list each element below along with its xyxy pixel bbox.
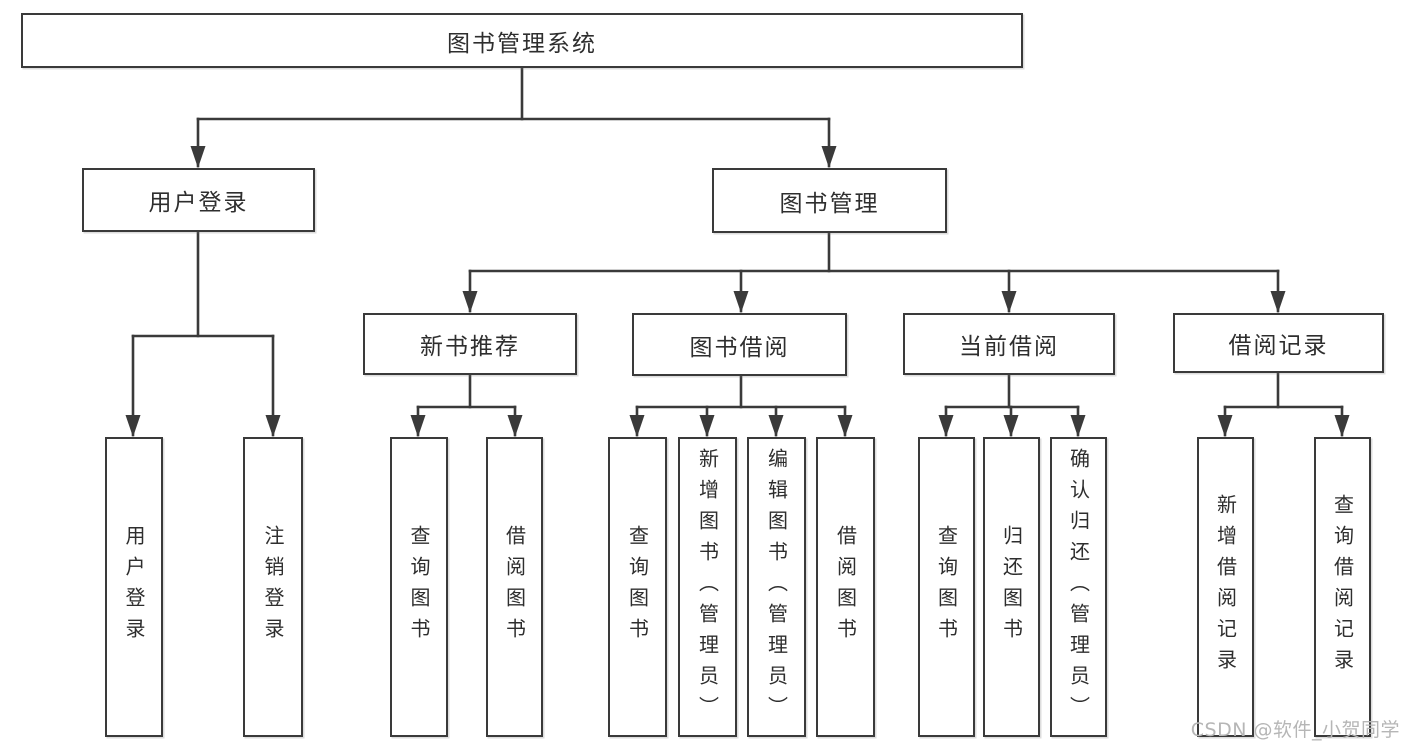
node-library-system-label: 图书管理系统: [447, 30, 597, 57]
leaf-logout-label: 注销登录: [261, 525, 285, 649]
node-current-borrowing: 当前借阅: [903, 313, 1115, 375]
connector-book-borrow-branch: [629, 374, 853, 437]
node-book-management: 图书管理: [712, 168, 947, 233]
leaf-query-books-borrowing: 查询图书: [608, 437, 667, 737]
leaf-add-books-admin-label: 新增图书（管理员）: [695, 447, 720, 727]
leaf-query-books-current-label: 查询图书: [934, 525, 959, 649]
leaf-query-borrow-record: 查询借阅记录: [1314, 437, 1371, 737]
node-book-management-label: 图书管理: [779, 190, 880, 217]
leaf-return-books: 归还图书: [983, 437, 1040, 737]
node-book-borrowing: 图书借阅: [632, 313, 847, 376]
leaf-edit-books-admin: 编辑图书（管理员）: [747, 437, 806, 737]
connector-records-branch: [1217, 371, 1350, 437]
leaf-return-books-label: 归还图书: [999, 525, 1024, 649]
leaf-borrow-books: 借阅图书: [816, 437, 875, 737]
node-borrowing-records-label: 借阅记录: [1228, 333, 1329, 359]
leaf-query-books-recommend-label: 查询图书: [407, 525, 431, 649]
connector-user-login-branch: [125, 230, 281, 437]
leaf-confirm-return-admin: 确认归还（管理员）: [1050, 437, 1107, 737]
node-current-borrowing-label: 当前借阅: [959, 334, 1059, 360]
node-new-book-recommendation-label: 新书推荐: [420, 334, 520, 360]
leaf-add-borrow-record-label: 新增借阅记录: [1213, 494, 1238, 680]
node-book-borrowing-label: 图书借阅: [689, 334, 790, 361]
node-user-login-label: 用户登录: [148, 190, 249, 216]
node-user-login: 用户登录: [82, 168, 315, 232]
node-library-system: 图书管理系统: [21, 13, 1023, 68]
leaf-confirm-return-admin-label: 确认归还（管理员）: [1066, 447, 1091, 727]
leaf-add-borrow-record: 新增借阅记录: [1197, 437, 1254, 737]
watermark: CSDN @软件_小贺同学: [1190, 719, 1400, 741]
leaf-borrow-books-recommend-label: 借阅图书: [502, 525, 527, 649]
connector-root-branch: [190, 66, 837, 168]
leaf-query-books-current: 查询图书: [918, 437, 975, 737]
connector-current-borrow-branch: [938, 373, 1086, 437]
leaf-query-books-borrowing-label: 查询图书: [625, 525, 650, 649]
leaf-edit-books-admin-label: 编辑图书（管理员）: [764, 447, 789, 727]
leaf-add-books-admin: 新增图书（管理员）: [678, 437, 737, 737]
leaf-borrow-books-recommend: 借阅图书: [486, 437, 543, 737]
leaf-query-books-recommend: 查询图书: [390, 437, 448, 737]
leaf-user-login-label: 用户登录: [122, 525, 146, 649]
leaf-user-login: 用户登录: [105, 437, 163, 737]
leaf-query-borrow-record-label: 查询借阅记录: [1330, 494, 1355, 680]
node-borrowing-records: 借阅记录: [1173, 313, 1384, 373]
leaf-borrow-books-label: 借阅图书: [833, 525, 858, 649]
connector-book-mgmt-branch: [462, 231, 1286, 313]
connector-new-book-branch: [410, 373, 523, 437]
node-new-book-recommendation: 新书推荐: [363, 313, 577, 375]
leaf-logout: 注销登录: [243, 437, 303, 737]
